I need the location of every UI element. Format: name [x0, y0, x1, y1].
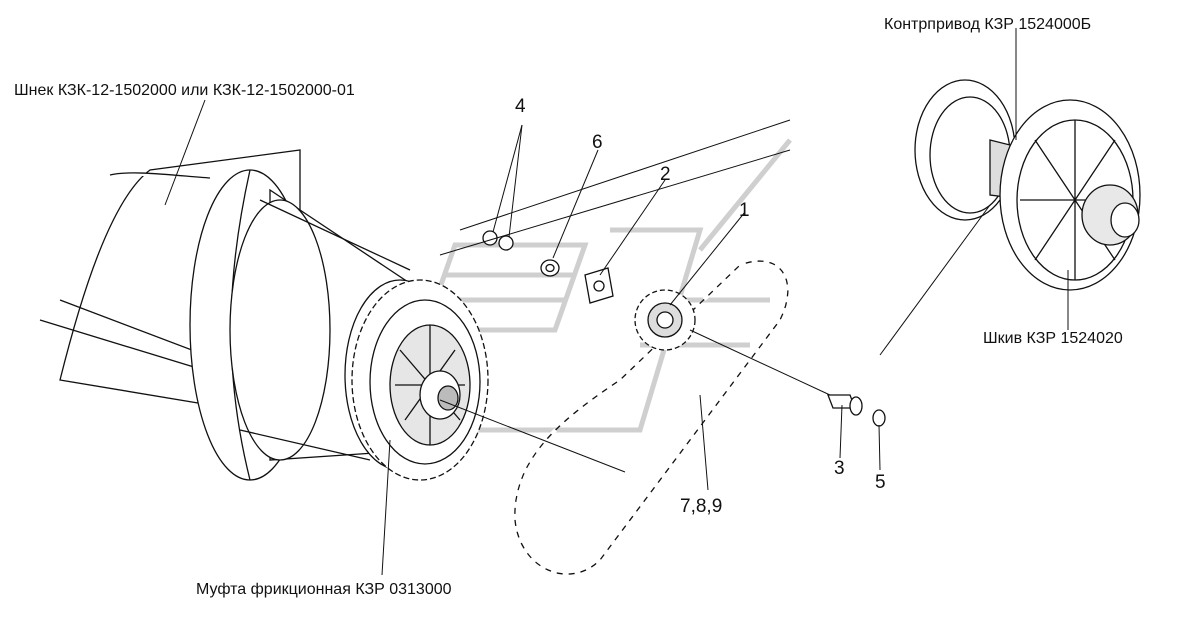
callout-1: 1	[739, 200, 750, 221]
drive-chain	[512, 259, 790, 577]
callout-7-8-9: 7,8,9	[680, 496, 722, 517]
callout-2: 2	[660, 164, 671, 185]
label-countershaft: Контрпривод КЗР 1524000Б	[884, 16, 1091, 33]
label-clutch: Муфта фрикционная КЗР 0313000	[196, 581, 452, 598]
callout-5: 5	[875, 472, 886, 493]
callout-6: 6	[592, 132, 603, 153]
drive-sprocket	[634, 289, 696, 351]
washer	[540, 259, 560, 277]
callout-3: 3	[834, 458, 845, 479]
retaining-ring	[872, 409, 886, 427]
countershaft-assembly	[914, 79, 1141, 291]
label-auger: Шнек КЗК-12-1502000 или КЗК-12-1502000-0…	[14, 82, 355, 99]
leader-lines	[164, 28, 1069, 576]
nuts	[482, 230, 514, 251]
label-pulley: Шкив КЗР 1524020	[983, 330, 1123, 347]
callout-4: 4	[515, 96, 526, 117]
lock-plate	[584, 267, 614, 304]
friction-clutch	[351, 279, 489, 481]
axle-pin	[827, 394, 863, 416]
